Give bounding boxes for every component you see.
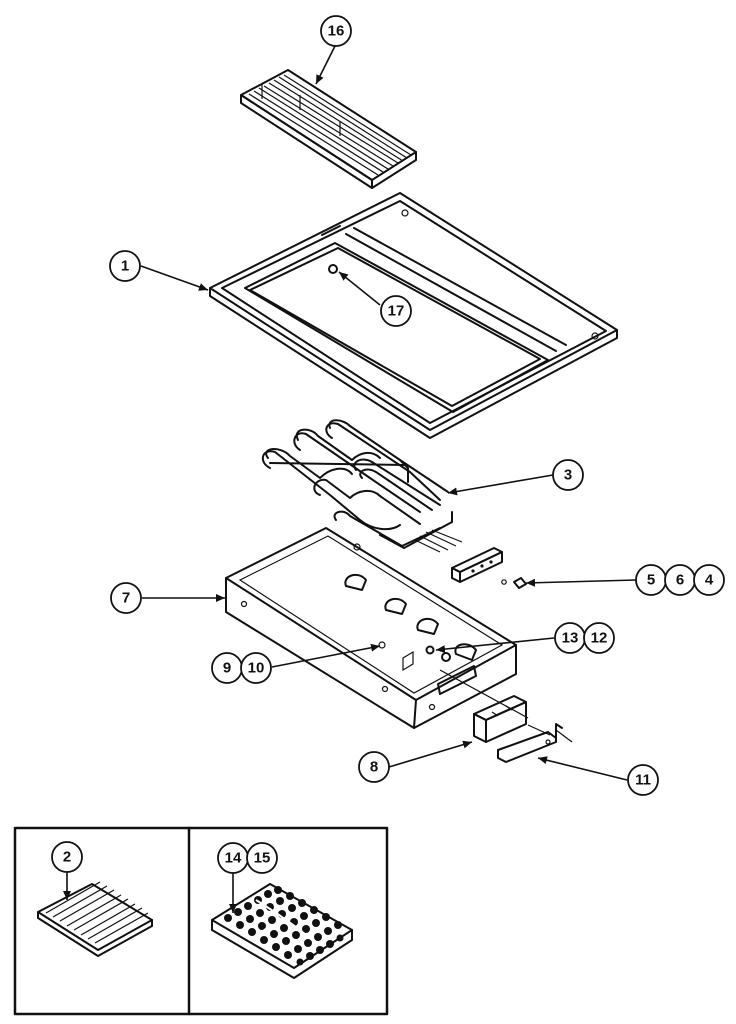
callout-label: 6: [676, 572, 684, 589]
callout-label: 17: [388, 303, 405, 320]
callout-label: 5: [647, 572, 655, 589]
callout-3: 3: [552, 459, 584, 491]
callout-label: 9: [223, 660, 231, 677]
callout-15: 15: [246, 842, 278, 874]
callout-13: 13: [554, 622, 586, 654]
callout-label: 7: [122, 590, 130, 607]
heating-element-part: [261, 419, 463, 553]
briquette-pattern: [224, 886, 344, 966]
callout-label: 15: [254, 850, 271, 867]
callout-label: 2: [63, 849, 71, 866]
callout-label: 1: [121, 258, 129, 275]
grille-part: [240, 69, 417, 189]
callout-8: 8: [358, 751, 390, 783]
callout-7: 7: [110, 582, 142, 614]
strap-part: [497, 723, 573, 763]
callout-label: 11: [635, 772, 651, 789]
grate-part: [37, 881, 153, 957]
callout-6: 6: [664, 564, 696, 596]
callout-12: 12: [583, 622, 615, 654]
callout-14: 14: [217, 842, 249, 874]
bracket-part: [473, 695, 527, 743]
callout-label: 16: [328, 23, 345, 40]
callout-5: 5: [635, 564, 667, 596]
inset-frame: [13, 826, 389, 1016]
callout-label: 14: [225, 850, 242, 867]
briquette-tray-part: [211, 883, 353, 979]
clip-parts-5-6-4: [501, 577, 527, 589]
callout-16: 16: [320, 15, 352, 47]
callout-label: 4: [705, 572, 714, 589]
callout-label: 10: [248, 660, 265, 677]
callout-2: 2: [51, 841, 83, 873]
pan-part: [225, 527, 529, 729]
callout-label: 13: [562, 630, 579, 647]
callout-9: 9: [211, 652, 243, 684]
callout-label: 8: [370, 759, 378, 776]
leader-lines: [63, 45, 637, 913]
terminal-block-part: [451, 547, 503, 583]
callout-label: 12: [591, 630, 608, 647]
callout-4: 4: [693, 564, 725, 596]
frame-part: [209, 192, 618, 439]
callout-10: 10: [240, 652, 272, 684]
callout-label: 3: [564, 467, 572, 484]
callout-1: 1: [109, 250, 141, 282]
callout-17: 17: [380, 295, 412, 327]
callout-11: 11: [627, 764, 659, 796]
